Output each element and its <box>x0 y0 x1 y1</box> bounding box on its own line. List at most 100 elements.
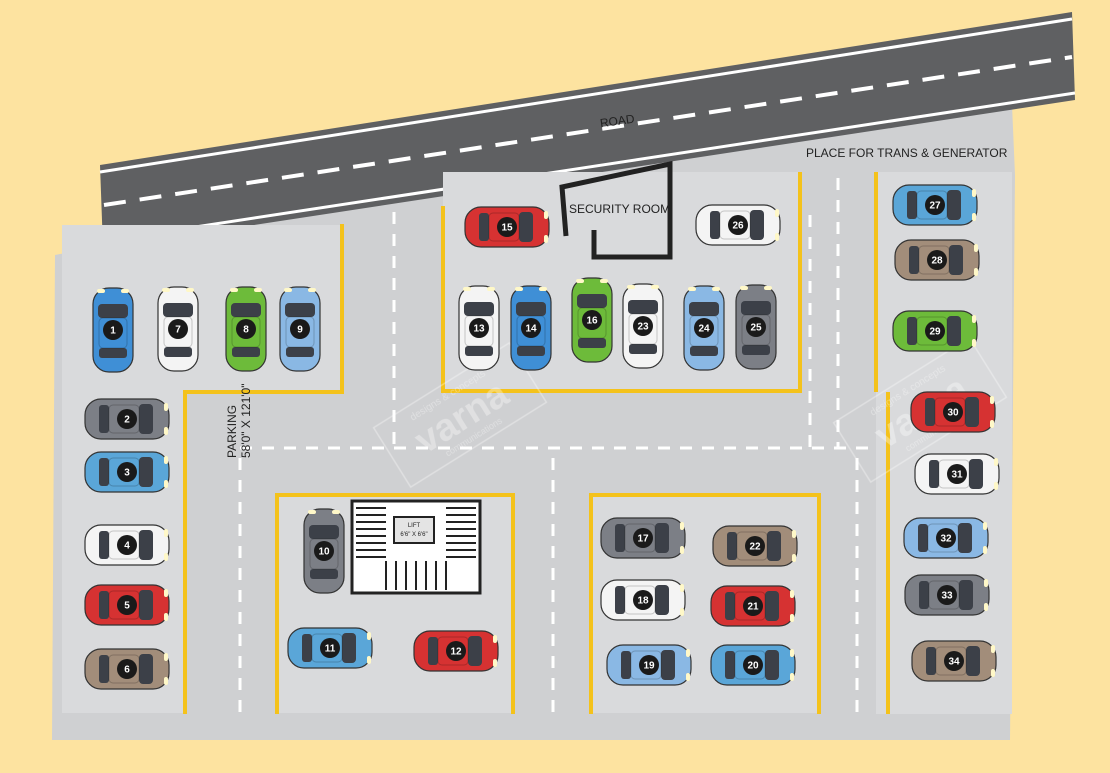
car-rear-window <box>310 569 338 579</box>
car-number-circle <box>745 536 765 556</box>
car-windshield <box>468 636 482 666</box>
car-21: 21 <box>710 585 796 627</box>
car-number-badge: 6 <box>117 659 137 679</box>
car-headlight <box>164 677 168 685</box>
car-number-circle <box>446 641 466 661</box>
car-1: 1 <box>92 287 134 373</box>
car-headlight <box>164 589 168 597</box>
car-headlight <box>164 427 168 435</box>
car-number-circle <box>937 585 957 605</box>
car-28: 28 <box>894 239 980 281</box>
car-headlight <box>284 288 292 292</box>
car-number: 6 <box>124 665 130 676</box>
car-number-badge: 29 <box>925 321 945 341</box>
car-number-circle <box>728 215 748 235</box>
car-headlight <box>792 530 796 538</box>
lift-size-label: 6'6" X 6'6" <box>400 532 427 538</box>
car-number-circle <box>694 318 714 338</box>
car-windshield <box>767 531 781 561</box>
car-headlight <box>990 396 994 404</box>
car-rear-window <box>925 398 935 426</box>
car-headlight <box>686 649 690 657</box>
car-number: 33 <box>941 591 953 602</box>
car-rear-window <box>919 581 929 609</box>
car-windshield <box>519 212 533 242</box>
car-number-badge: 5 <box>117 595 137 615</box>
car-number: 32 <box>940 534 952 545</box>
car-headlight <box>991 645 995 653</box>
car-windshield <box>947 190 961 220</box>
car-number: 4 <box>124 541 130 552</box>
car-number: 22 <box>749 542 761 553</box>
car-windshield <box>969 459 983 489</box>
car-headlight <box>539 287 547 291</box>
car-headlight <box>651 285 659 289</box>
car-number: 31 <box>951 470 963 481</box>
car-windshield <box>959 580 973 610</box>
road: ROAD <box>99 12 1076 248</box>
car-headlight <box>493 635 497 643</box>
car-headlight <box>680 584 684 592</box>
car-number: 12 <box>450 647 462 658</box>
parking-size-label: 58'0" X 121'0" <box>239 384 253 459</box>
car-number-circle <box>633 590 653 610</box>
car-windshield <box>655 585 669 615</box>
car-windshield <box>949 245 963 275</box>
car-rear-window <box>629 344 657 354</box>
car-number: 8 <box>243 325 249 336</box>
car-number-circle <box>117 659 137 679</box>
car-number-badge: 33 <box>937 585 957 605</box>
car-rear-window <box>615 586 625 614</box>
car-headlight <box>680 522 684 530</box>
car-number: 9 <box>297 325 303 336</box>
car-headlight <box>164 653 168 661</box>
car-number-circle <box>117 595 137 615</box>
car-number-badge: 28 <box>927 250 947 270</box>
car-headlight <box>775 209 779 217</box>
car-headlight <box>164 529 168 537</box>
car-4: 4 <box>84 524 170 566</box>
car-13: 13 <box>458 285 500 371</box>
car-windshield <box>139 404 153 434</box>
car-headlight <box>164 553 168 561</box>
car-windshield <box>342 633 356 663</box>
car-27: 27 <box>892 184 978 226</box>
car-headlight <box>790 673 794 681</box>
car-windshield <box>577 294 607 308</box>
car-headlight <box>972 339 976 347</box>
car-headlight <box>515 287 523 291</box>
car-rear-window <box>232 347 260 357</box>
car-7: 7 <box>157 286 199 372</box>
car-3: 3 <box>84 451 170 493</box>
car-rear-window <box>578 338 606 348</box>
car-windshield <box>139 590 153 620</box>
car-rear-window <box>479 213 489 241</box>
car-number: 15 <box>501 223 513 234</box>
car-16: 16 <box>571 277 613 363</box>
car-20: 20 <box>710 644 796 686</box>
car-rear-window <box>926 647 936 675</box>
car-headlight <box>991 669 995 677</box>
car-number-circle <box>469 318 489 338</box>
car-26: 26 <box>695 204 781 246</box>
car-headlight <box>164 456 168 464</box>
car-number-badge: 7 <box>168 319 188 339</box>
car-number-badge: 17 <box>633 528 653 548</box>
car-headlight <box>230 288 238 292</box>
car-number: 17 <box>637 534 649 545</box>
car-headlight <box>544 211 548 219</box>
car-number-circle <box>290 319 310 339</box>
trans-generator-label: PLACE FOR TRANS & GENERATOR <box>806 146 1008 160</box>
car-number-badge: 30 <box>943 402 963 422</box>
car-rear-window <box>517 346 545 356</box>
car-rear-window <box>907 317 917 345</box>
car-rear-window <box>907 191 917 219</box>
car-14: 14 <box>510 285 552 371</box>
car-headlight <box>983 522 987 530</box>
car-number-circle <box>117 535 137 555</box>
car-number-badge: 26 <box>728 215 748 235</box>
car-rear-window <box>690 346 718 356</box>
car-headlight <box>974 268 978 276</box>
car-30: 30 <box>910 391 996 433</box>
car-headlight <box>984 603 988 611</box>
